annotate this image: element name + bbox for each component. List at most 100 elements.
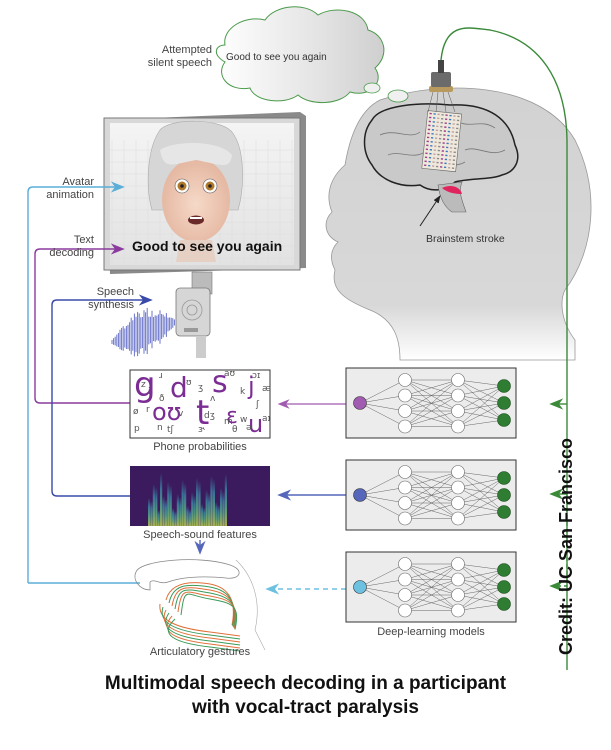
head-illustration: Brainstem stroke <box>325 60 592 361</box>
phone-glyph-large: g <box>134 365 156 405</box>
hidden-node <box>451 388 465 403</box>
network-edge <box>404 395 459 427</box>
hidden-node <box>398 588 412 602</box>
hidden-node <box>451 480 465 495</box>
articulatory-trace <box>161 584 241 640</box>
electrode <box>450 143 453 145</box>
electrode <box>441 117 444 120</box>
electrode <box>424 164 427 167</box>
text-model <box>345 367 517 439</box>
spectrogram-column <box>162 496 165 526</box>
model-input-node <box>497 580 511 594</box>
monitor-caption-text: Good to see you again <box>132 238 283 254</box>
figure-title-line1: Multimodal speech decoding in a particip… <box>104 673 507 694</box>
network-edge <box>457 579 505 588</box>
electrode <box>434 145 437 148</box>
spectrogram-column <box>188 509 191 526</box>
hidden-node <box>398 465 412 479</box>
electrode <box>430 140 433 143</box>
hidden-node <box>451 603 465 618</box>
network-edge <box>457 385 505 396</box>
electrode <box>443 166 447 169</box>
electrode <box>442 142 445 144</box>
network-edge <box>457 487 505 513</box>
electrode <box>441 113 444 116</box>
phone-glyph-small: i <box>148 387 151 397</box>
electrode <box>447 166 451 169</box>
spectrogram-column <box>172 508 175 526</box>
spectrogram-column <box>220 488 223 526</box>
spectrogram-column <box>210 476 213 526</box>
figure-title: Multimodal speech decoding in a particip… <box>0 672 611 720</box>
speech-sound-features-label: Speech-sound features <box>143 529 257 541</box>
network-edge <box>457 379 505 421</box>
electrode <box>440 121 443 124</box>
network-edge <box>457 379 505 404</box>
electrode <box>432 161 435 163</box>
electrode <box>444 162 447 165</box>
spectrogram-column <box>164 499 167 526</box>
hidden-node <box>451 404 465 418</box>
electrode <box>453 147 457 150</box>
electrode <box>435 165 439 168</box>
electrode <box>433 117 436 119</box>
network-edge <box>457 385 505 427</box>
network-edge <box>457 419 505 427</box>
electrode <box>426 144 429 147</box>
network-edge <box>359 395 406 404</box>
hidden-node <box>451 373 465 387</box>
electrode <box>450 147 453 149</box>
avatar-animation-arrow <box>27 181 125 583</box>
avatar-face <box>147 120 243 262</box>
network-edge <box>457 385 505 412</box>
network-edge <box>404 379 459 396</box>
avatar-animation-label: Avatar animation <box>30 176 94 202</box>
electrode <box>437 117 440 120</box>
electrode <box>455 131 458 134</box>
hidden-node <box>398 388 412 403</box>
electrode <box>439 133 442 136</box>
phone-glyph-small: ʌ <box>210 394 216 404</box>
model-input-node <box>497 379 511 393</box>
electrode <box>442 146 445 148</box>
network-edge <box>359 563 406 588</box>
electrode <box>453 115 456 117</box>
speaker <box>175 287 211 358</box>
electrode <box>448 126 451 129</box>
spectrogram-column <box>212 479 215 526</box>
network-edge <box>404 410 459 427</box>
hidden-node <box>398 480 412 495</box>
spectrogram-column <box>160 473 163 526</box>
articulatory-trace <box>163 587 241 643</box>
network-edge <box>457 579 505 605</box>
network-edge <box>457 494 505 519</box>
electrode <box>438 141 441 144</box>
neural-signal-cable <box>440 27 568 670</box>
spectrogram-column <box>174 511 177 526</box>
electrode <box>456 123 459 126</box>
network-edge <box>359 402 406 412</box>
electrode <box>434 137 438 140</box>
spectrogram-column <box>167 482 170 526</box>
phone-glyph-small: ə <box>246 423 252 433</box>
phone-probabilities-panel <box>129 369 271 439</box>
spectrogram-column <box>169 485 172 526</box>
phone-glyph-small: ɹ <box>159 371 163 381</box>
electrode <box>454 143 457 146</box>
phone-glyph-small: ʃ <box>256 400 260 410</box>
spectrogram-column <box>205 490 208 526</box>
network-edge <box>359 586 406 596</box>
electrode <box>456 119 460 122</box>
articulatory-trace <box>168 593 241 652</box>
network-edge <box>404 379 459 427</box>
electrode <box>435 133 438 136</box>
network-edge <box>457 395 505 421</box>
electrode <box>430 137 434 139</box>
electrode <box>427 128 431 131</box>
electrode <box>433 153 436 155</box>
electrode <box>428 124 431 127</box>
phone-glyph-small: ɔɪ <box>252 371 261 381</box>
network-edge <box>359 471 406 496</box>
electrode <box>448 158 452 161</box>
model-output-node <box>353 580 367 594</box>
